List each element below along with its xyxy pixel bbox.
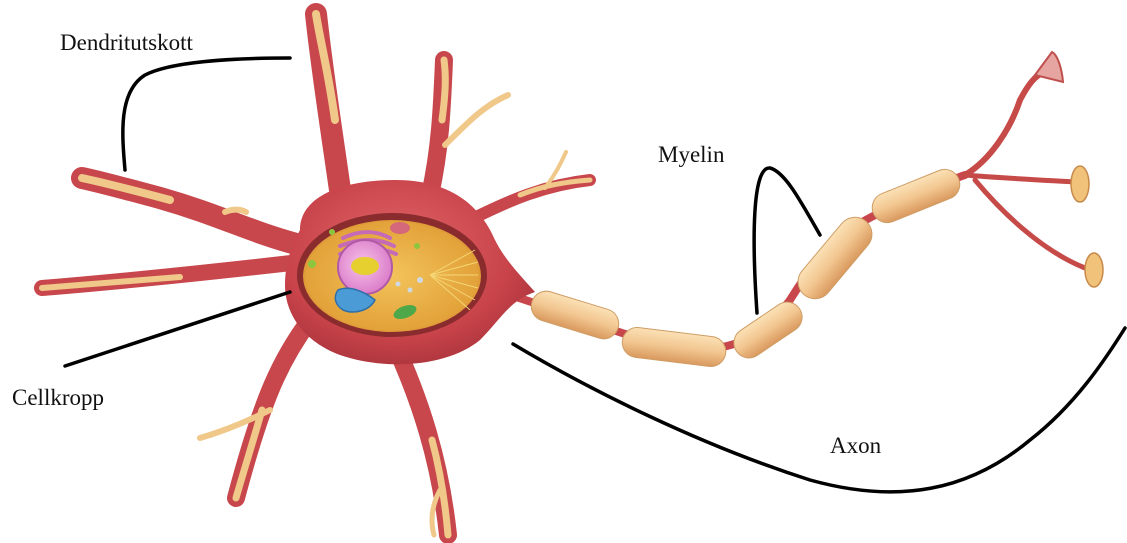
synaptic-bulb [1071, 166, 1089, 202]
myelin-segment [528, 287, 623, 342]
vesicle [396, 282, 401, 287]
dendrite-branch [445, 95, 508, 145]
myelin-segment [728, 296, 808, 363]
vesicle [308, 260, 316, 268]
myelin-label: Myelin [658, 143, 724, 166]
dendrite-leader-line [123, 58, 290, 170]
vesicle [329, 229, 335, 235]
synaptic-terminals [1035, 52, 1103, 287]
axon-label: Axon [830, 434, 881, 457]
cell-body-label: Cellkropp [12, 386, 104, 409]
axon-terminals [965, 72, 1085, 268]
nucleus-cavity-inner [303, 220, 481, 332]
synaptic-bulb [1085, 253, 1103, 287]
dendrite-branch [395, 345, 448, 535]
terminal-branch [965, 175, 1075, 182]
dendrite-branch [470, 180, 590, 220]
myelin-sheaths [528, 165, 965, 368]
vesicle [417, 277, 423, 283]
mitochondrion [390, 222, 410, 234]
axon-leader-line [513, 328, 1125, 492]
terminal-branch [975, 180, 1085, 268]
dendrite-label: Dendritutskott [60, 31, 193, 54]
terminal-branch [965, 72, 1045, 175]
myelin-segment [868, 165, 965, 227]
nucleolus [351, 257, 379, 275]
vesicle [408, 288, 413, 293]
dendrite-branch [442, 60, 445, 120]
vesicle [414, 243, 420, 249]
myelin-segment [791, 210, 879, 305]
myelin-segment [621, 326, 728, 368]
dendrite-branch [225, 210, 246, 212]
cellbody-leader-line [65, 292, 290, 366]
